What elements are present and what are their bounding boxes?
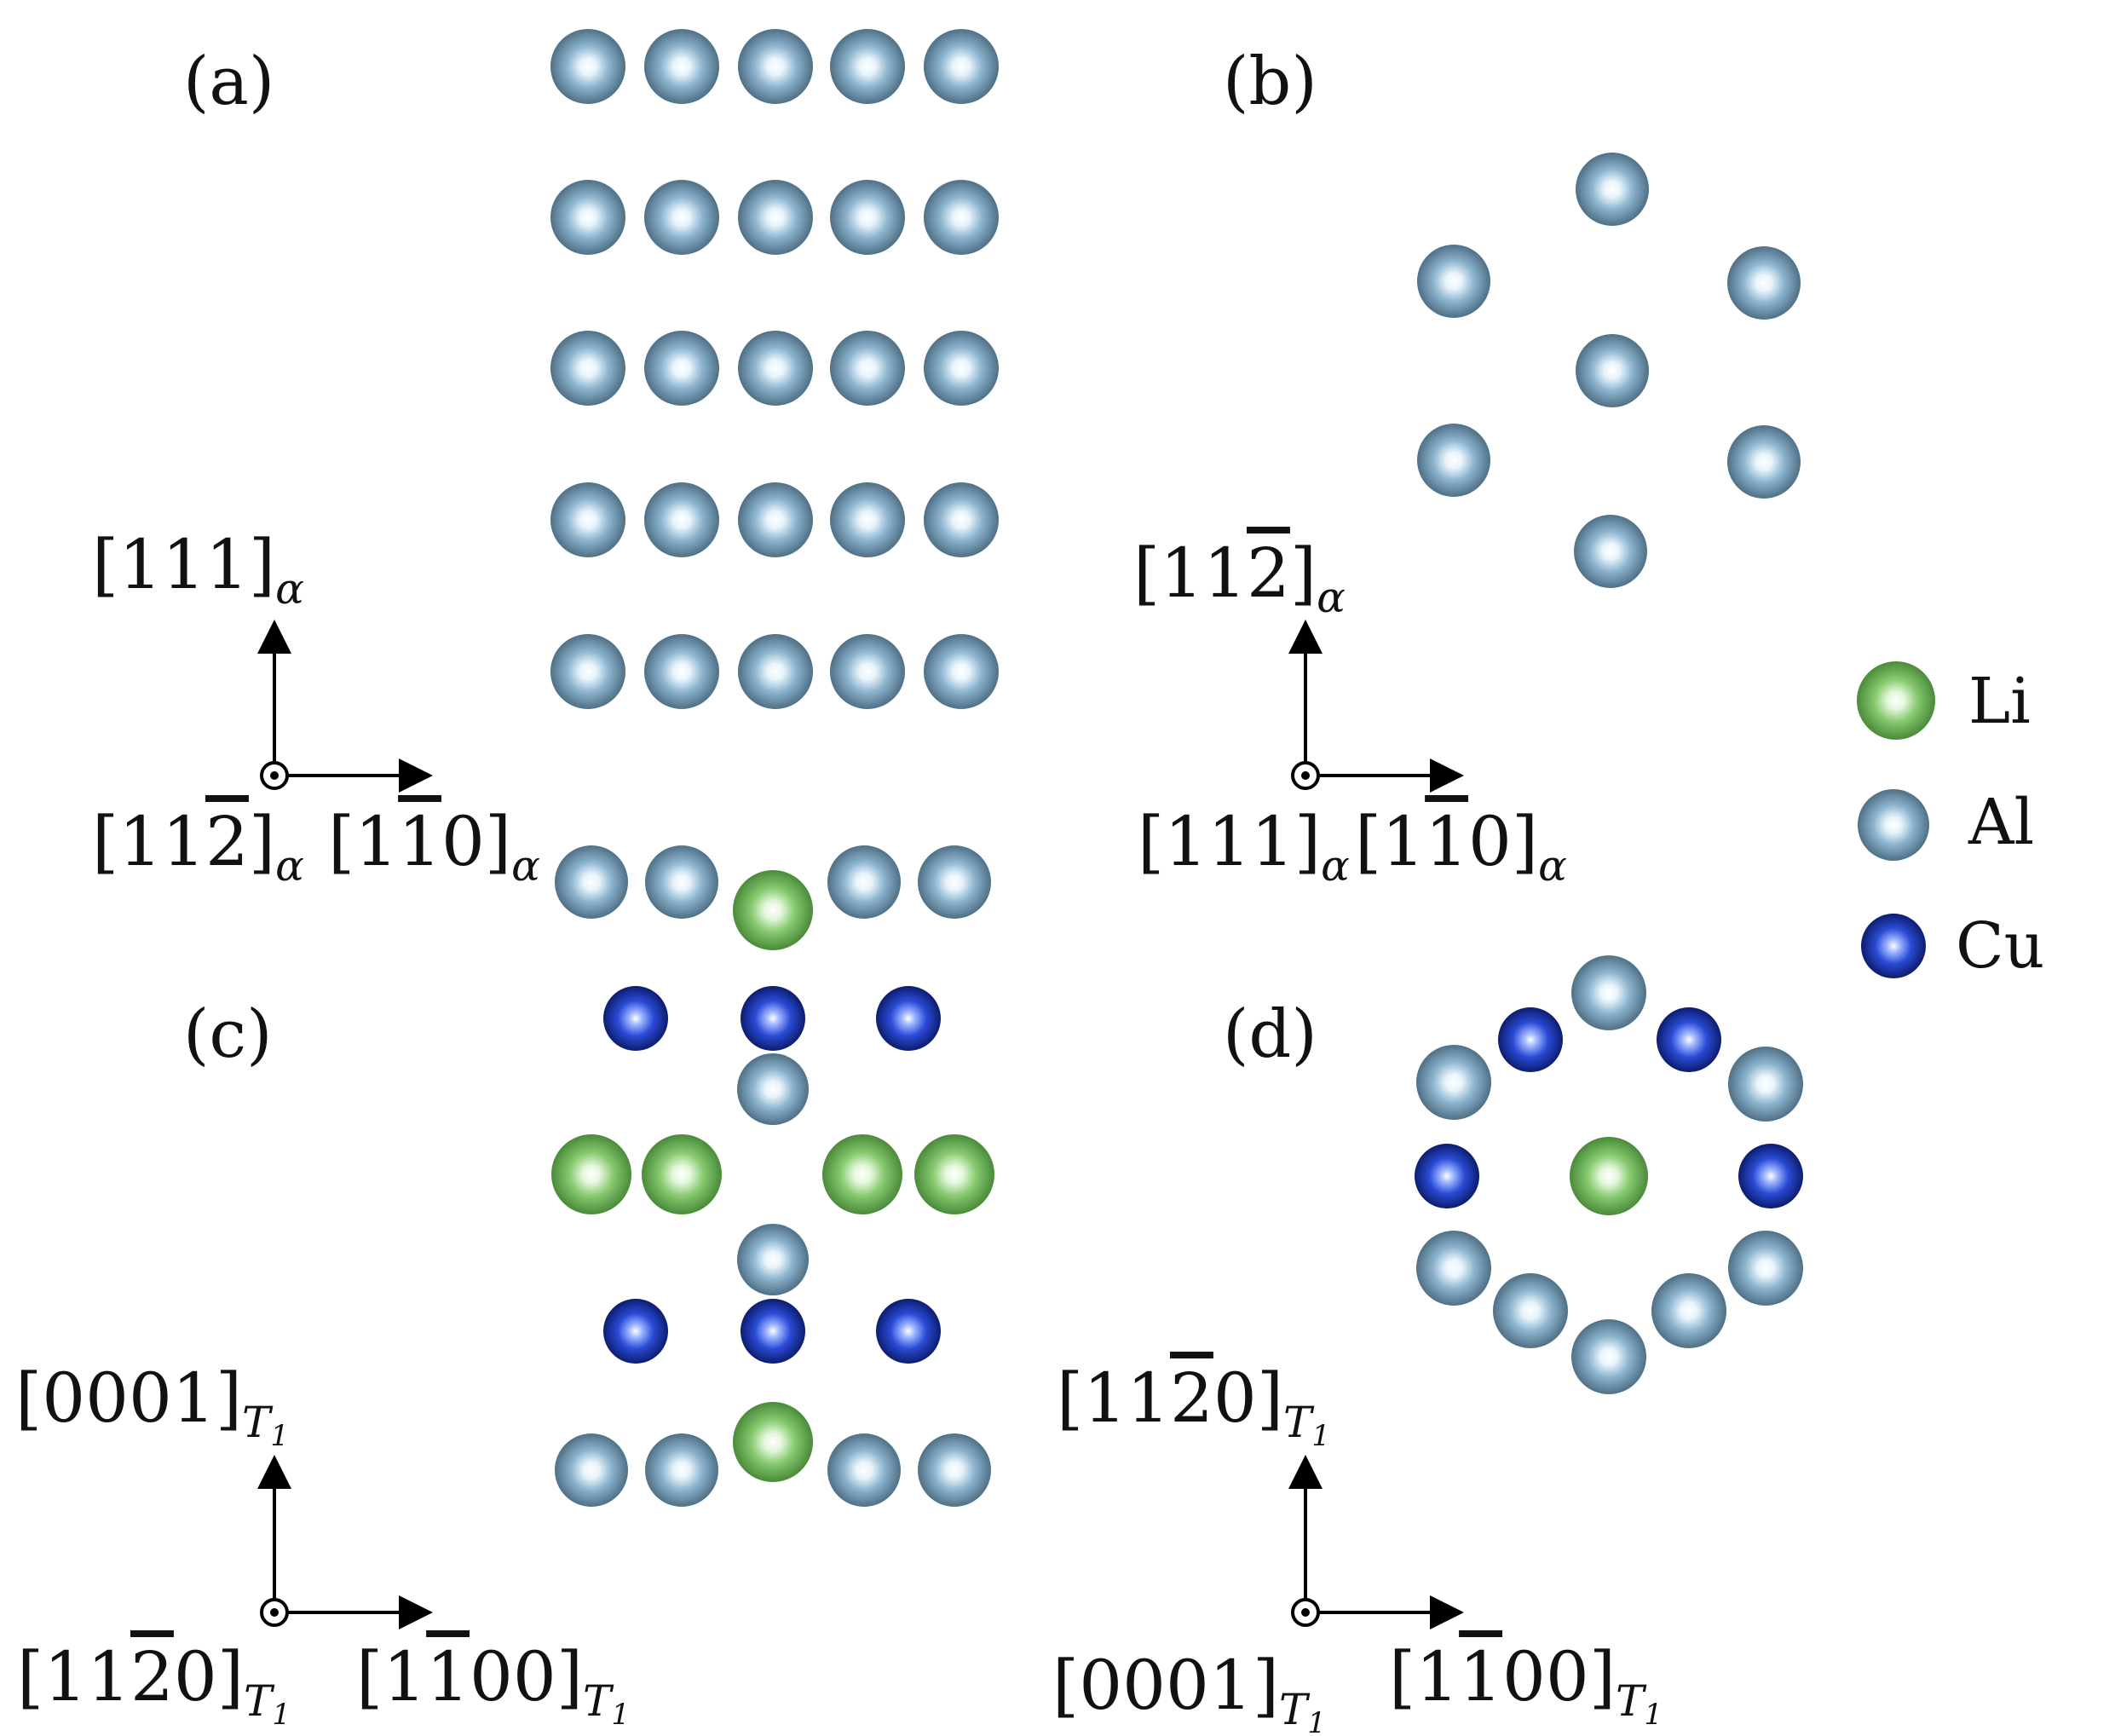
al-atom — [924, 331, 999, 406]
legend-cu-swatch — [1861, 914, 1926, 978]
al-atom — [918, 845, 991, 919]
atoms-panel-b — [1417, 153, 1801, 588]
li-atom — [642, 1134, 722, 1214]
panel-label-d: (d) — [1223, 996, 1317, 1073]
legend-label-al: Al — [1968, 786, 2034, 859]
li-atom — [822, 1134, 902, 1214]
al-atom — [830, 180, 905, 255]
up-axis-label: [1120]T1 — [1057, 1358, 1330, 1453]
al-atom — [830, 331, 905, 406]
panel-label-b: (b) — [1223, 43, 1317, 120]
up-axis-label: [111]α — [92, 525, 304, 614]
cu-atom — [603, 986, 668, 1051]
al-atom — [830, 634, 905, 709]
al-atom — [738, 180, 813, 255]
al-atom — [550, 180, 625, 255]
al-atom — [924, 634, 999, 709]
cu-atom — [876, 986, 941, 1051]
legend-al-swatch — [1858, 789, 1929, 861]
al-atom — [738, 634, 813, 709]
atoms-panel-d — [1415, 955, 1803, 1394]
al-atom — [1651, 1273, 1726, 1348]
al-atom — [1728, 1047, 1803, 1122]
cu-atom — [1657, 1007, 1721, 1072]
al-atom — [827, 845, 901, 919]
al-atom — [1571, 955, 1646, 1030]
panel-label-c: (c) — [183, 996, 273, 1073]
atoms-panel-a — [550, 29, 999, 709]
al-atom — [1727, 425, 1801, 499]
al-atom — [555, 1433, 628, 1507]
al-atom — [1571, 1319, 1646, 1394]
al-atom — [550, 29, 625, 104]
cu-atom — [603, 1299, 668, 1364]
al-atom — [924, 180, 999, 255]
al-atom — [1728, 1231, 1803, 1306]
al-atom — [924, 29, 999, 104]
al-atom — [827, 1433, 901, 1507]
li-atom — [733, 870, 813, 950]
up-axis-label: [0001]T1 — [15, 1358, 289, 1453]
al-atom — [555, 845, 628, 919]
cu-atom — [1738, 1144, 1803, 1208]
al-atom — [738, 482, 813, 557]
al-atom — [644, 482, 719, 557]
al-atom — [645, 1433, 718, 1507]
right-axis-label: [110]α — [1355, 802, 1567, 891]
legend-label-cu: Cu — [1956, 909, 2044, 983]
al-atom — [1416, 1045, 1491, 1120]
up-axis-label: [112]α — [1133, 533, 1346, 622]
axes-panel-a: [111]α [112]α [110]α — [92, 525, 540, 891]
al-atom — [1574, 515, 1647, 588]
al-atom — [644, 634, 719, 709]
al-atom — [830, 482, 905, 557]
al-atom — [550, 634, 625, 709]
al-atom — [644, 29, 719, 104]
li-atom — [551, 1134, 631, 1214]
al-atom — [644, 331, 719, 406]
axes-panel-b: [112]α [111]α [110]α — [1133, 533, 1567, 891]
al-atom — [644, 180, 719, 255]
al-atom — [737, 1224, 809, 1295]
legend: Li Al Cu — [1857, 661, 2044, 983]
panel-label-a: (a) — [183, 43, 274, 120]
right-axis-label: [110]α — [328, 802, 540, 891]
al-atom — [830, 29, 905, 104]
al-atom — [550, 331, 625, 406]
al-atom — [550, 482, 625, 557]
al-atom — [738, 29, 813, 104]
right-axis-label: [1100]T1 — [1389, 1637, 1663, 1732]
right-axis-label: [1100]T1 — [356, 1637, 630, 1732]
atoms-panel-c — [551, 845, 994, 1507]
legend-label-li: Li — [1968, 665, 2031, 738]
axes-panel-c: [0001]T1 [1120]T1 [1100]T1 — [15, 1358, 630, 1732]
al-atom — [918, 1433, 991, 1507]
li-atom — [914, 1134, 994, 1214]
al-atom — [645, 845, 718, 919]
al-atom — [737, 1053, 809, 1125]
al-atom — [924, 482, 999, 557]
al-atom — [1576, 334, 1649, 407]
cu-atom — [876, 1299, 941, 1364]
al-atom — [1493, 1273, 1568, 1348]
al-atom — [1417, 424, 1490, 497]
al-atom — [1417, 245, 1490, 318]
cu-atom — [741, 986, 805, 1051]
cu-atom — [1498, 1007, 1563, 1072]
out-axis-label: [112]α — [92, 802, 304, 891]
al-atom — [1416, 1231, 1491, 1306]
al-atom — [1727, 246, 1801, 320]
out-axis-label: [111]α — [1138, 802, 1350, 891]
al-atom — [738, 331, 813, 406]
out-axis-label: [1120]T1 — [17, 1637, 291, 1732]
legend-li-swatch — [1857, 661, 1935, 740]
li-atom — [1570, 1137, 1648, 1215]
cu-atom — [741, 1299, 805, 1364]
out-axis-label: [0001]T1 — [1052, 1646, 1326, 1736]
al-atom — [1576, 153, 1649, 226]
axes-panel-d: [1120]T1 [0001]T1 [1100]T1 — [1052, 1358, 1663, 1736]
cu-atom — [1415, 1144, 1479, 1208]
li-atom — [733, 1402, 813, 1482]
